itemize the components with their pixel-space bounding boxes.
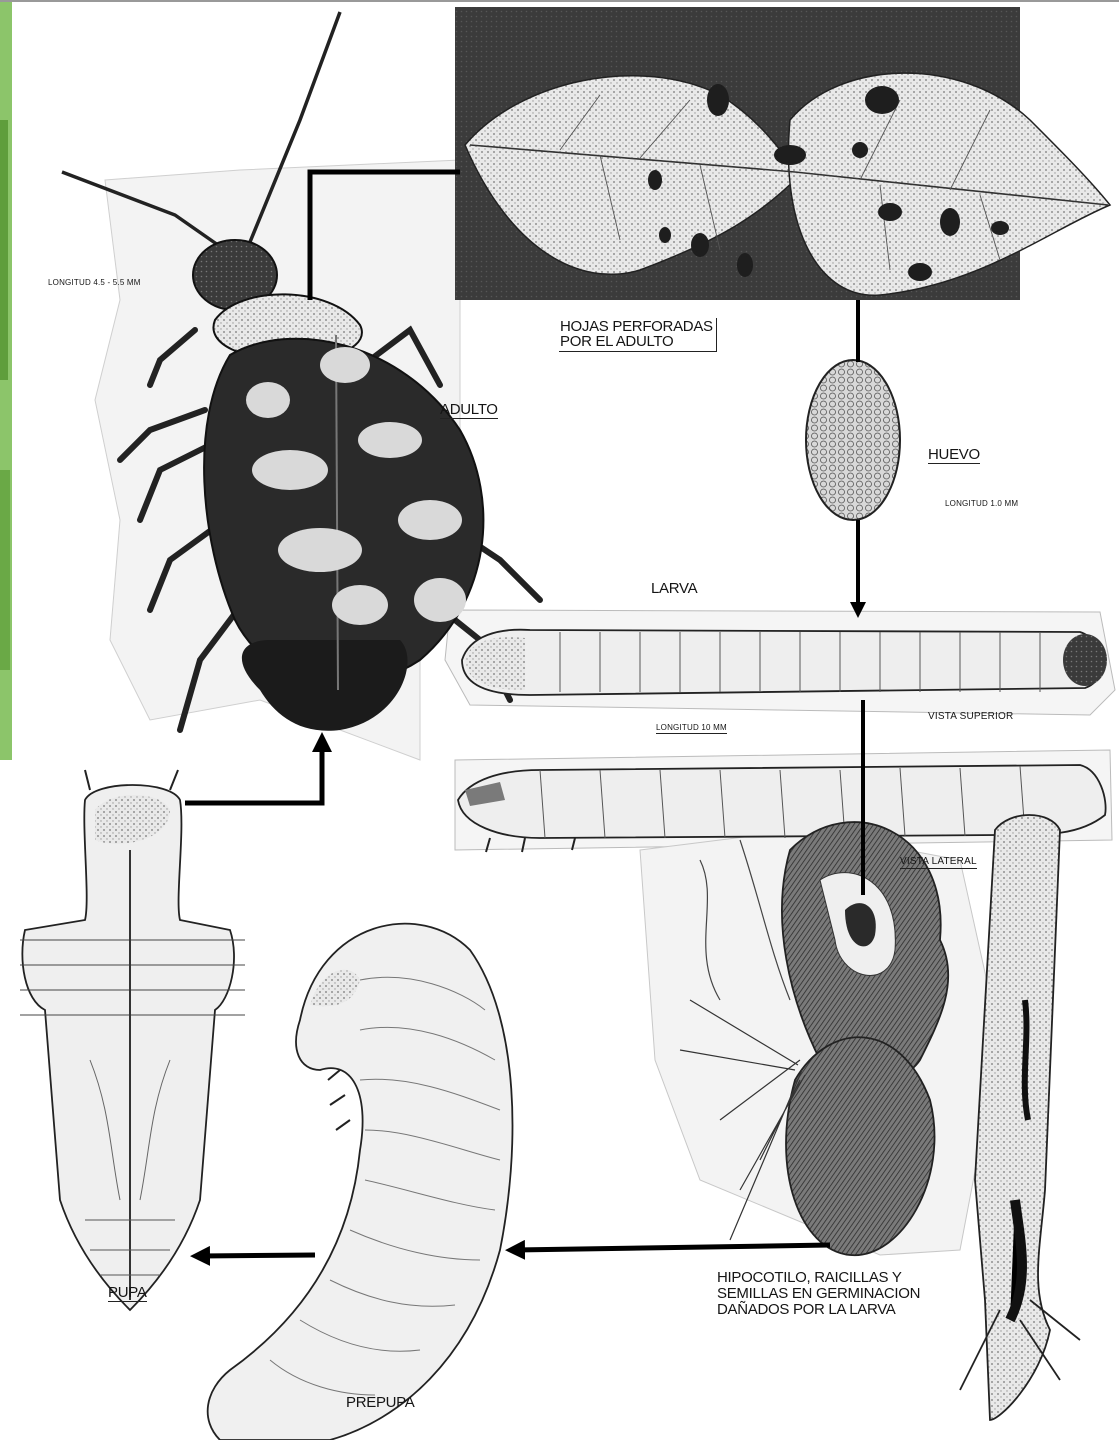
adult-length-label: LONGITUD 4.5 - 5.5 mm	[48, 279, 141, 287]
leaves-illustration	[455, 7, 1110, 300]
damaged-stem	[960, 815, 1080, 1420]
side-view-label: VISTA LATERAL	[900, 857, 977, 869]
larva-length-label: LONGITUD 10 mm	[656, 724, 727, 734]
damage-caption: HIPOCOTILO, RAICILLAS Y SEMILLAS EN GERM…	[717, 1270, 920, 1319]
green-edge	[0, 0, 12, 760]
larva-label: LARVA	[651, 581, 697, 596]
egg-illustration	[806, 360, 900, 520]
pupa-illustration	[20, 770, 245, 1310]
egg-label: HUEVO	[928, 447, 980, 464]
egg-length-label: LONGITUD 1.0 mm	[945, 500, 1018, 508]
pupa-label: PUPA	[108, 1285, 147, 1302]
prepupa-illustration	[208, 924, 513, 1440]
larva-top-view	[462, 630, 1107, 695]
adult-label: ADULTO	[440, 402, 498, 419]
prepupa-label: PREPUPA	[346, 1395, 414, 1410]
top-view-label: VISTA SUPERIOR	[928, 712, 1013, 722]
leaves-caption: HOJAS PERFORADAS POR EL ADULTO	[559, 318, 717, 352]
